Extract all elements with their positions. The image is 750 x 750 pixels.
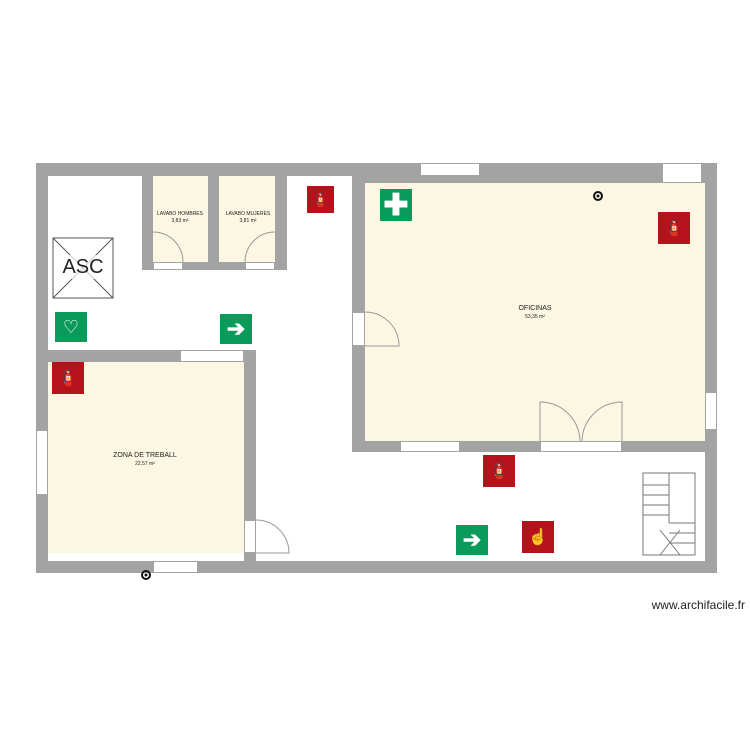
room-name: OFICINAS [518, 305, 552, 312]
window [153, 561, 198, 573]
door-opening[interactable] [352, 312, 365, 346]
door-swing [255, 519, 290, 554]
smoke-detector-icon [593, 191, 603, 201]
window [705, 392, 717, 430]
door-swing [152, 231, 184, 263]
fire-extinguisher-icon: 🧯 [658, 212, 690, 244]
wall [352, 441, 705, 452]
elevator-label: ASC [60, 255, 106, 279]
first-aid-icon: ✚ [380, 189, 412, 222]
room-label: OFICINAS 53,35 m² [485, 304, 585, 322]
room-label: ZONA DE TREBALL 22,57 m² [95, 451, 195, 469]
room-oficinas[interactable] [365, 183, 705, 441]
window [662, 163, 702, 183]
window [400, 441, 460, 452]
window [420, 163, 480, 176]
stairs-icon [642, 472, 696, 556]
smoke-detector-icon [141, 570, 151, 580]
wall [142, 262, 287, 270]
fire-extinguisher-icon: 🧯 [307, 186, 334, 213]
defibrillator-icon: ♡ [55, 312, 87, 342]
double-door-opening[interactable] [540, 441, 622, 452]
wall [244, 350, 256, 561]
wall [208, 176, 219, 270]
room-lavabo-mujeres[interactable] [219, 176, 275, 262]
door-swing [364, 311, 400, 347]
room-name: LAVABO HOMBRES [157, 211, 203, 217]
room-name: LAVABO MUJERES [225, 211, 271, 217]
door-swing [539, 401, 581, 442]
fire-extinguisher-icon: 🧯 [483, 455, 515, 487]
room-area: 3,81 m² [239, 218, 257, 224]
door-opening[interactable] [153, 262, 183, 270]
room-area: 22,57 m² [135, 461, 155, 467]
door-swing [581, 401, 623, 442]
wall [36, 561, 717, 573]
window [36, 430, 48, 495]
watermark: www.archifacile.fr [651, 598, 745, 612]
fire-alarm-button-icon: ☝ [522, 521, 554, 553]
wall [705, 163, 717, 573]
wall [142, 176, 153, 270]
door-opening[interactable] [245, 262, 275, 270]
room-lavabo-hombres[interactable] [153, 176, 208, 262]
wall [365, 176, 717, 183]
wall [36, 163, 717, 176]
door-opening[interactable] [244, 520, 256, 553]
window [180, 350, 244, 362]
fire-extinguisher-icon: 🧯 [52, 362, 84, 394]
room-name: ZONA DE TREBALL [113, 452, 177, 459]
exit-arrow-icon: ➔ [220, 314, 252, 344]
wall [275, 176, 287, 270]
exit-arrow-icon: ➔ [456, 525, 488, 555]
door-swing [244, 231, 276, 263]
room-area: 53,35 m² [525, 314, 545, 320]
room-area: 3,83 m² [171, 218, 189, 224]
